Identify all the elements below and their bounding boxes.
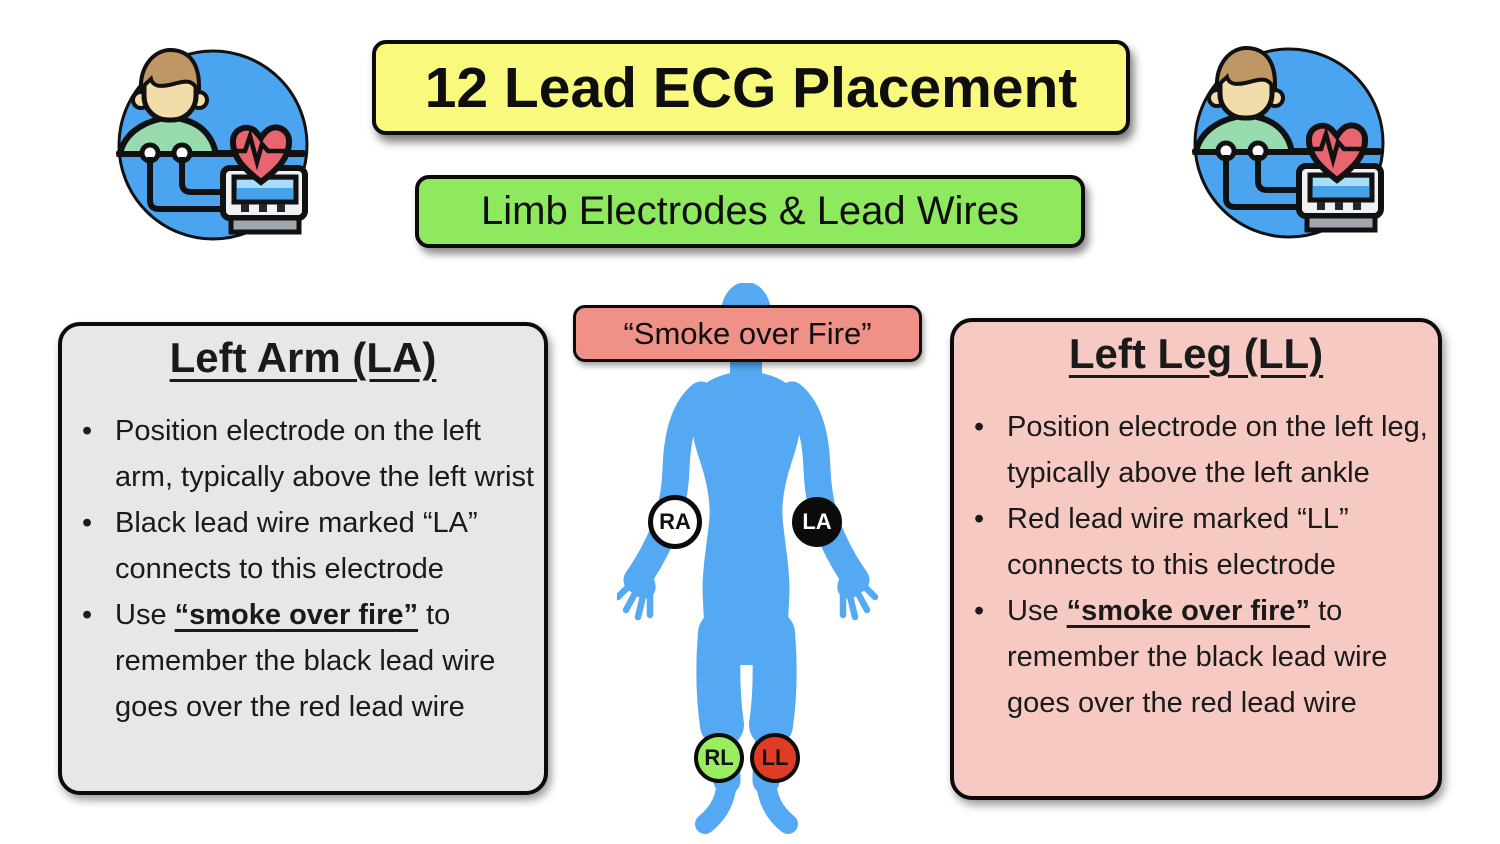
bullet-emphasis: “smoke over fire” [1066, 595, 1311, 627]
hair [138, 47, 201, 95]
lead-wire [179, 157, 228, 195]
left-arm-panel: Left Arm (LA) Position electrode on the … [58, 322, 548, 795]
bullet-item: Black lead wire marked “LA” connects to … [82, 500, 538, 592]
bullet-item: Use “smoke over fire” to remember the bl… [82, 592, 538, 730]
bullet-text: Position electrode on the left leg, typi… [1007, 411, 1428, 489]
left-panel-bullet-list: Position electrode on the left arm, typi… [62, 408, 544, 730]
lead-wire [147, 157, 228, 212]
monitor-base [228, 215, 302, 235]
left-leg-panel: Left Leg (LL) Position electrode on the … [950, 318, 1442, 800]
bullet-text: Use [115, 599, 175, 631]
page-subtitle: Limb Electrodes & Lead Wires [480, 189, 1019, 233]
bullet-item: Use “smoke over fire” to remember the bl… [974, 588, 1432, 726]
right-panel-title: Left Leg (LL) [1068, 330, 1324, 377]
bullet-text: Position electrode on the left arm, typi… [115, 415, 535, 493]
mnemonic-label: “Smoke over Fire” [573, 305, 922, 362]
electrode-ll: LL [750, 733, 800, 783]
bullet-text: to remember the black lead wire goes ove… [1007, 595, 1388, 719]
electrode-la: LA [792, 497, 842, 547]
bullet-emphasis: “smoke over fire” [174, 599, 419, 631]
ecg-patient-monitor-icon [1192, 45, 1385, 239]
left-panel-title: Left Arm (LA) [169, 334, 437, 381]
bullet-item: Position electrode on the left leg, typi… [974, 404, 1432, 496]
bullet-item: Position electrode on the left arm, typi… [82, 408, 538, 500]
bullet-text: Red lead wire marked “LL” connects to th… [1007, 503, 1349, 581]
bullet-text: to remember the black lead wire goes ove… [115, 599, 496, 723]
bullet-item: Red lead wire marked “LL” connects to th… [974, 496, 1432, 588]
title-banner: 12 Lead ECG Placement [372, 40, 1130, 135]
bullet-text: Black lead wire marked “LA” connects to … [115, 507, 478, 585]
electrode-rl: RL [694, 733, 744, 783]
ecg-patient-monitor-icon [116, 47, 309, 241]
right-panel-bullet-list: Position electrode on the left leg, typi… [954, 404, 1438, 726]
bullet-text: Use [1007, 595, 1067, 627]
page-title: 12 Lead ECG Placement [424, 55, 1078, 120]
heartbeat-line [235, 128, 286, 171]
subtitle-banner: Limb Electrodes & Lead Wires [415, 175, 1085, 248]
electrode-ra: RA [648, 495, 702, 549]
body-shape [617, 283, 875, 824]
